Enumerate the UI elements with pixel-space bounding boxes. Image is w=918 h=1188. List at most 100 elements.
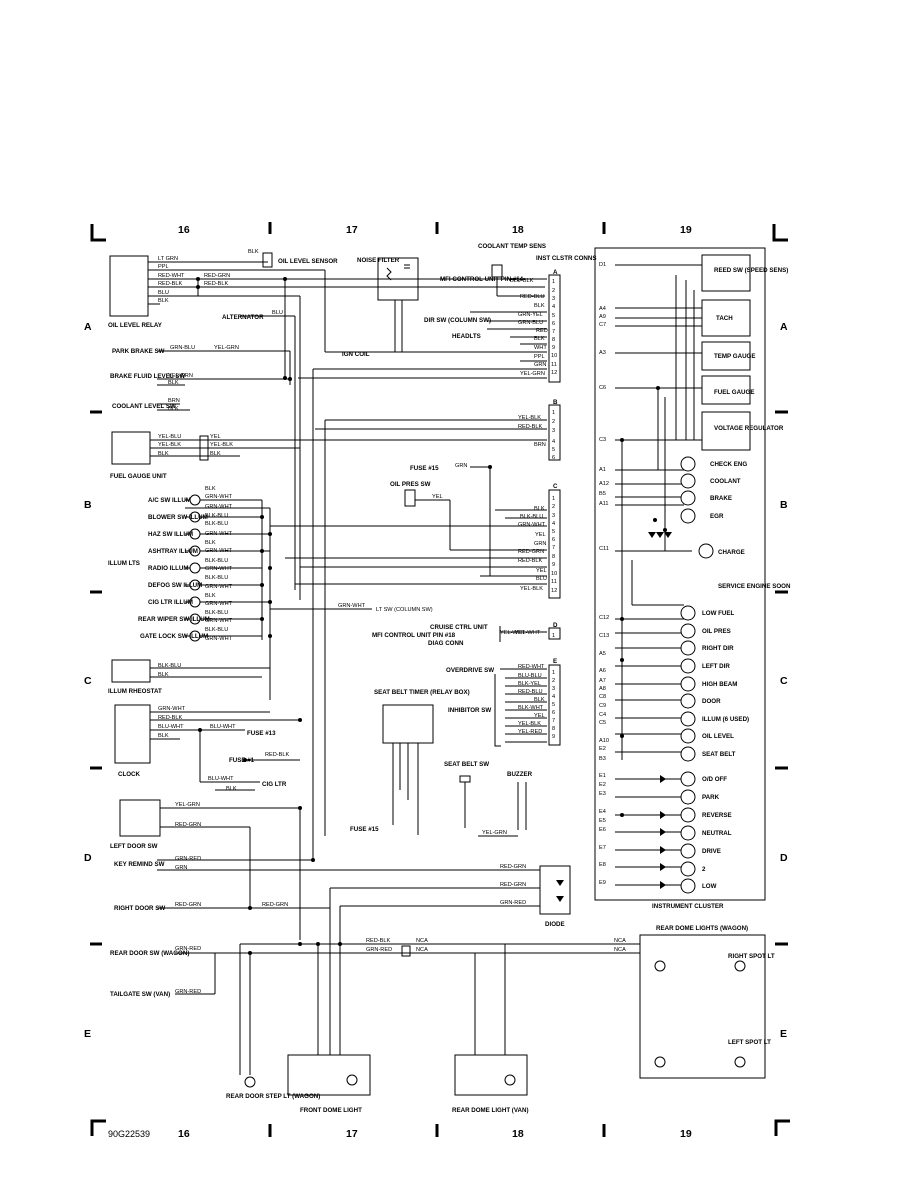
wire-label: BLK (205, 593, 216, 599)
instrument-cluster-box (594, 247, 766, 901)
noise-filter-box (377, 257, 419, 301)
inhibitor-sw-label: INHIBITOR SW (448, 707, 491, 714)
pin-a: 5 (552, 313, 555, 319)
cluster-pin: C11 (599, 546, 609, 552)
indicator-label: LOW (702, 883, 717, 890)
indicator-label: PARK (702, 794, 720, 801)
figure-id: 90G22539 (108, 1129, 150, 1139)
wire-label: RED-WHT (158, 273, 185, 279)
wire-label: NCA (416, 947, 428, 953)
pin-b: 3 (552, 428, 555, 434)
cluster-pin: C6 (599, 385, 606, 391)
wire-label: BLK-BLU (158, 663, 181, 669)
connector-e-letter: E (553, 658, 557, 665)
wire-label: BLK-BLU (205, 575, 228, 581)
wire-label: GRN-BLU (170, 345, 195, 351)
indicator-label: LOW FUEL (702, 610, 735, 617)
pin-c: 8 (552, 554, 555, 560)
fuse-1-label: FUSE #1 (229, 757, 255, 764)
service-engine-soon-label: SERVICE ENGINE SOON (718, 583, 791, 590)
wire-label: BLK (205, 540, 216, 546)
fuel-gauge-unit-label: FUEL GAUGE UNIT (110, 473, 167, 480)
indicator-label: COOLANT (710, 478, 741, 485)
wire-label: GRN-WHT (205, 548, 233, 554)
pin-b: 2 (552, 419, 555, 425)
front-dome-light-box (287, 1054, 371, 1096)
pin-c: 7 (552, 545, 555, 551)
wire-b: RED-BLK (518, 424, 543, 430)
wire-label: RED-GRN (262, 902, 288, 908)
pin-c: 6 (552, 537, 555, 543)
wire-a: RED-BLU (520, 294, 545, 300)
wire-label: BLK (158, 733, 169, 739)
cluster-pin: E4 (599, 809, 606, 815)
pin-c: 2 (552, 504, 555, 510)
indicator-bulbs (189, 456, 746, 1086)
pin-a: 11 (551, 362, 557, 368)
wire-label: BLK (158, 451, 169, 457)
wire-c: YEL-BLK (520, 586, 543, 592)
row-d-left: D (84, 852, 92, 864)
fuel-gauge-label: FUEL GAUGE (714, 389, 754, 396)
row-b-right: B (780, 499, 788, 511)
connector-d-letter: D (553, 622, 558, 629)
fuse-13-label: FUSE #13 (247, 730, 276, 737)
headlts-label: HEADLTS (452, 333, 481, 340)
overdrive-sw-label: OVERDRIVE SW (446, 667, 494, 674)
wire-label: RED-GRN (204, 273, 230, 279)
pin-a: 7 (552, 329, 555, 335)
wire-label: BLK (158, 672, 169, 678)
wire-label: BLU-WHT (208, 776, 234, 782)
wire-e: RED-WHT (518, 664, 545, 670)
key-remind-sw-label: KEY REMIND SW (114, 861, 165, 868)
coolant-temp-sens-label: COOLANT TEMP SENS (478, 243, 546, 250)
wire-label: YEL-BLU (158, 434, 181, 440)
indicator-label: ILLUM (6 USED) (702, 716, 749, 723)
row-c-left: C (84, 675, 92, 687)
right-spot-lt-label: RIGHT SPOT LT (728, 953, 775, 960)
pin-a: 3 (552, 296, 555, 302)
indicator-label: DOOR (702, 698, 721, 705)
brake-fluid-level-sw-label: BRAKE FLUID LEVEL SW (110, 373, 185, 380)
rear-door-step-lt-bulb (244, 1076, 256, 1088)
grid-ticks (90, 222, 788, 1137)
wire-a: RED (536, 328, 548, 334)
wire-label: GRN-WHT (205, 584, 233, 590)
pin-c: 4 (552, 521, 555, 527)
cluster-pin: A4 (599, 306, 606, 312)
tach-label: TACH (716, 315, 733, 322)
cluster-pin: A8 (599, 686, 606, 692)
wire-d: YEL-WHT (515, 630, 541, 636)
corner-mark-br (774, 1119, 790, 1136)
corner-mark-tr (772, 224, 788, 242)
cluster-pin: A10 (599, 738, 609, 744)
connector-b (548, 404, 561, 461)
indicator-label: CHECK ENG (710, 461, 747, 468)
cluster-pin: A1 (599, 467, 606, 473)
temp-gauge-label: TEMP GAUGE (714, 353, 756, 360)
col-19-top: 19 (680, 224, 692, 236)
reed-sw-label: REED SW (SPEED SENS) (714, 267, 788, 274)
wire-label: BLU (158, 290, 169, 296)
wire-a: BLK (534, 303, 545, 309)
splice-dots (196, 277, 667, 955)
pin-a: 12 (551, 370, 557, 376)
clock-box (114, 704, 151, 764)
pin-b: 4 (552, 439, 555, 445)
rear-dome-light-van-label: REAR DOME LIGHT (VAN) (452, 1107, 529, 1114)
connector-c-letter: C (553, 483, 558, 490)
row-a-left: A (84, 321, 92, 333)
cluster-pin: B5 (599, 491, 606, 497)
park-brake-sw-label: PARK BRAKE SW (112, 348, 165, 355)
cluster-pin: A6 (599, 668, 606, 674)
wire-label: GRN-RED (175, 989, 201, 995)
wire-label: RED-BLK (204, 281, 229, 287)
alternator-label: ALTERNATOR (222, 314, 264, 321)
cluster-pin: A3 (599, 350, 606, 356)
wire-c: RED-BLK (518, 558, 543, 564)
wire-label: BLK (168, 406, 179, 412)
right-door-sw-label: RIGHT DOOR SW (114, 905, 165, 912)
wire-a: PPL (534, 354, 545, 360)
wire-a: WHT (534, 345, 547, 351)
left-door-sw-box (119, 799, 161, 837)
